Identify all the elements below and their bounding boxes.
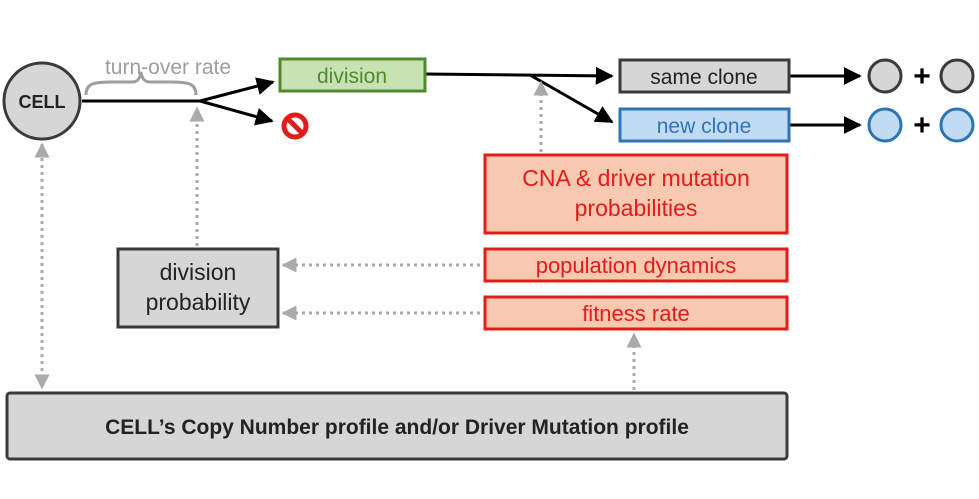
division-probability-line2: probability <box>146 289 251 315</box>
population-dynamics-label: population dynamics <box>536 253 737 278</box>
new-clone-daughters: + <box>867 107 975 143</box>
new-clone-label: new clone <box>657 115 752 138</box>
arrow-to-division <box>199 77 275 103</box>
same-clone-daughters: + <box>867 58 975 94</box>
daughter-cell-gray <box>867 58 903 94</box>
daughter-cell-blue <box>867 107 903 143</box>
cell-label: CELL <box>19 92 66 112</box>
cell-profile-label: CELL’s Copy Number profile and/or Driver… <box>105 416 689 439</box>
cna-probabilities-line1: CNA & driver mutation <box>522 165 750 191</box>
fitness-rate-node: fitness rate <box>483 295 789 331</box>
daughter-cell-blue <box>939 107 975 143</box>
division-probability-node: division probability <box>116 247 280 329</box>
division-label: division <box>317 65 387 88</box>
arrow-to-death <box>199 99 274 126</box>
cell-node: CELL <box>2 61 82 141</box>
dotted-arrows <box>34 80 642 390</box>
population-dynamics-node: population dynamics <box>483 247 789 283</box>
arrow-division-to-same-clone <box>425 66 614 85</box>
cna-probabilities-node: CNA & driver mutation probabilities <box>483 153 789 235</box>
prohibited-icon <box>281 112 309 140</box>
same-clone-node: same clone <box>618 58 791 94</box>
plus-sign: + <box>913 109 931 142</box>
new-clone-node: new clone <box>618 107 791 143</box>
turnover-brace <box>84 71 198 96</box>
division-node: division <box>278 57 427 93</box>
division-probability-line1: division <box>160 259 237 285</box>
fitness-rate-label: fitness rate <box>582 301 690 326</box>
daughter-cell-gray <box>939 58 975 94</box>
cell-profile-node: CELL’s Copy Number profile and/or Driver… <box>5 391 789 461</box>
same-clone-label: same clone <box>650 66 757 89</box>
plus-sign: + <box>913 60 931 93</box>
cna-probabilities-line2: probabilities <box>575 195 698 221</box>
turnover-rate-label: turn-over rate <box>105 56 231 79</box>
